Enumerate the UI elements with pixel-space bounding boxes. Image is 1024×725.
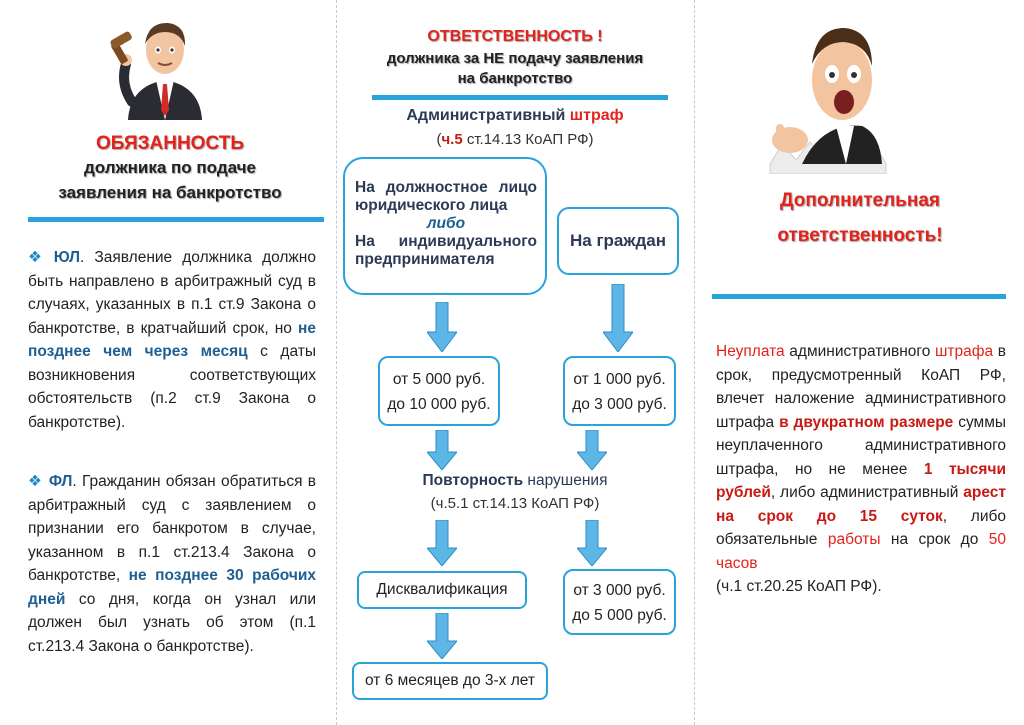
left-title-red: ОБЯЗАННОСТЬ — [96, 133, 244, 154]
left-title-line2: должника по подаче — [84, 158, 256, 177]
box-officials: На должностное лицо юридического лица ли… — [343, 157, 547, 295]
middle-title-line3: на банкротство — [457, 70, 573, 87]
arrow-down-icon — [603, 284, 633, 352]
diamond-bullet-icon: ❖ — [28, 473, 43, 490]
column-divider-left — [336, 0, 337, 725]
left-ul-paragraph: ❖ЮЛ. Заявление должника должно быть напр… — [28, 249, 316, 431]
middle-divider-bar — [372, 95, 668, 100]
middle-title-red: ОТВЕТСТВЕННОСТЬ ! — [427, 28, 603, 45]
diamond-bullet-icon: ❖ — [28, 249, 48, 266]
repeat-violation: Повторность нарушения — [422, 472, 608, 489]
disqualification-box: Дисквалификация — [357, 571, 527, 609]
shocked-character-illustration — [762, 14, 892, 175]
disqualification-term-box: от 6 месяцев до 3-х лет — [352, 662, 548, 700]
arrow-down-icon — [577, 520, 607, 566]
column-divider-right — [694, 0, 695, 725]
arrow-down-icon — [427, 613, 457, 659]
arrow-down-icon — [427, 430, 457, 470]
fine-label: Административный штраф — [406, 107, 624, 124]
left-divider-bar — [28, 217, 324, 222]
fine-reference: (ч.5 ст.14.13 КоАП РФ) — [436, 131, 594, 148]
amount-officials: от 5 000 руб.до 10 000 руб. — [378, 356, 500, 426]
left-fl-paragraph: ❖ФЛ. Гражданин обязан обратиться в арбит… — [28, 473, 316, 655]
right-reference: (ч.1 ст.20.25 КоАП РФ). — [716, 578, 882, 595]
left-title-line3: заявления на банкротство — [58, 183, 282, 202]
fl-highlight: не позднее 30 рабочих дней — [28, 567, 316, 608]
arrow-down-icon — [427, 302, 457, 352]
ul-highlight: не позднее чем через месяц — [28, 319, 316, 361]
repeat-amount-box: от 3 000 руб.до 5 000 руб. — [563, 569, 676, 635]
ul-label: ЮЛ — [53, 249, 80, 266]
judge-character-illustration — [110, 14, 220, 120]
right-title-line1: Дополнительная — [780, 190, 940, 211]
right-title-line2: ответственность! — [777, 225, 943, 246]
box-citizens: На граждан — [557, 207, 679, 275]
repeat-reference: (ч.5.1 ст.14.13 КоАП РФ) — [430, 495, 600, 512]
arrow-down-icon — [427, 520, 457, 566]
middle-title-line2: должника за НЕ подачу заявления — [386, 50, 644, 67]
arrow-down-icon — [577, 430, 607, 470]
amount-citizens: от 1 000 руб.до 3 000 руб. — [563, 356, 676, 426]
right-divider-bar — [712, 294, 1006, 299]
right-paragraph: Неуплата административного штрафа в срок… — [716, 340, 1006, 599]
fl-label: ФЛ — [48, 473, 73, 490]
